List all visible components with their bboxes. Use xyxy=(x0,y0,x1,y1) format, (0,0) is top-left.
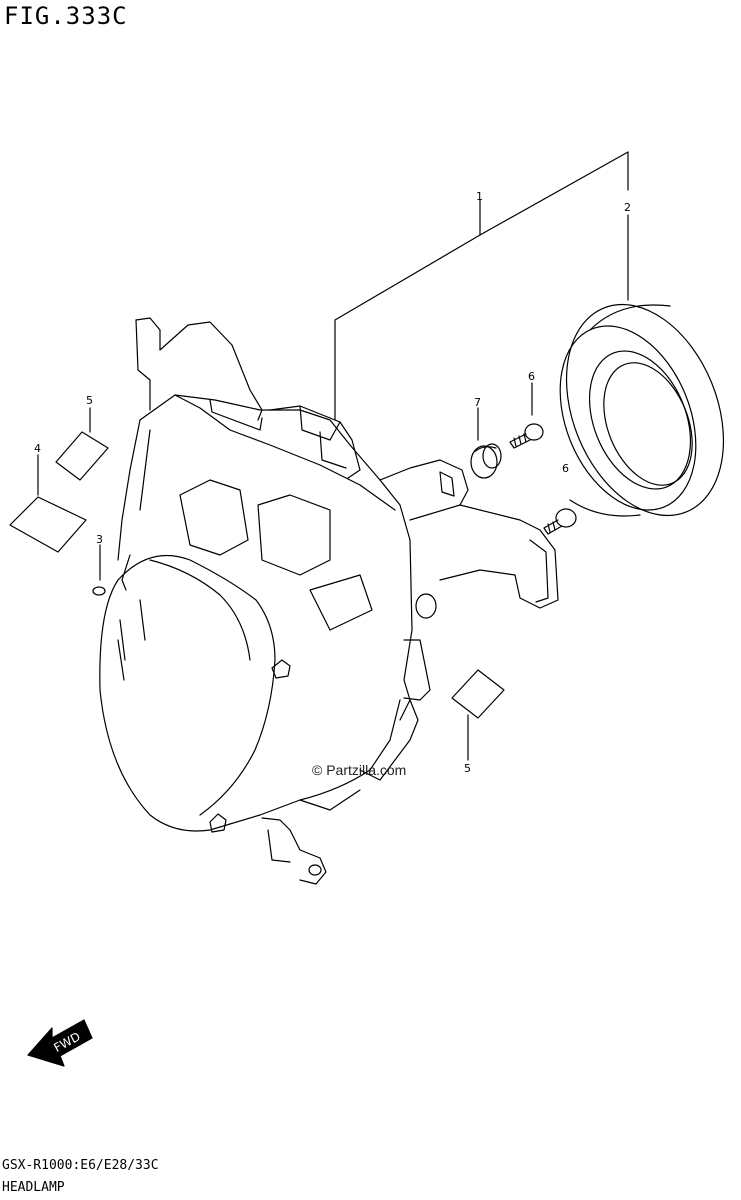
fwd-arrow-icon: FWD xyxy=(27,1019,93,1067)
callout-5-bottom[interactable]: 5 xyxy=(464,762,471,775)
part-3-cap[interactable] xyxy=(92,586,106,596)
part-5-label-top[interactable] xyxy=(55,431,109,481)
callout-1[interactable]: 1 xyxy=(476,190,483,203)
model-code: GSX-R1000:E6/E28/33C xyxy=(2,1158,159,1173)
leader-lines xyxy=(37,151,629,761)
callout-5-top[interactable]: 5 xyxy=(86,394,93,407)
figure-title: FIG.333C xyxy=(4,2,128,30)
part-7-grommet[interactable] xyxy=(470,443,502,479)
callout-4[interactable]: 4 xyxy=(34,442,41,455)
callout-3[interactable]: 3 xyxy=(96,533,103,546)
figure-name: HEADLAMP xyxy=(2,1180,65,1195)
part-6-screw-top[interactable] xyxy=(509,423,544,449)
watermark: © Partzilla.com xyxy=(312,762,407,778)
callout-6-right[interactable]: 6 xyxy=(562,462,569,475)
callout-6-top[interactable]: 6 xyxy=(528,370,535,383)
part-1-headlamp-assembly[interactable] xyxy=(99,317,559,885)
callout-7[interactable]: 7 xyxy=(474,396,481,409)
part-6-screw-right[interactable] xyxy=(543,508,577,535)
callout-2[interactable]: 2 xyxy=(624,201,631,214)
callout-labels: 1 2 3 4 5 5 6 6 7 xyxy=(34,190,631,775)
part-2-headlamp-ring[interactable] xyxy=(535,281,741,539)
part-4-label[interactable] xyxy=(9,496,87,553)
part-5-label-bottom[interactable] xyxy=(451,669,505,719)
